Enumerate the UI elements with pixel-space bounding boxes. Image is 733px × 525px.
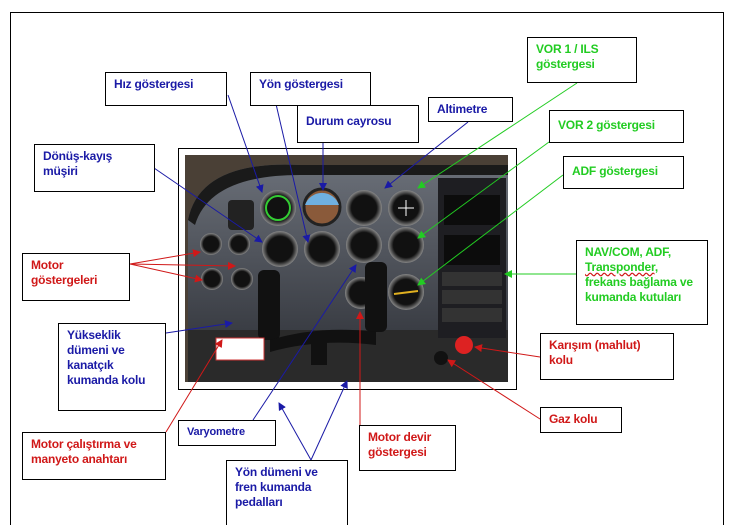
yoke	[258, 262, 387, 365]
navcom-line-3: frekans bağlama ve kumanda kutuları	[585, 275, 693, 304]
tach-label: Motor devir göstergesi	[359, 425, 456, 471]
mixture-knob	[455, 336, 473, 354]
mixture-arrow	[474, 344, 541, 358]
altimeter-gauge	[346, 190, 382, 226]
navcom-line-2: Transponder,	[585, 260, 658, 274]
vor1-label: VOR 1 / ILS göstergesi	[527, 37, 637, 83]
yoke-arrow	[165, 320, 233, 334]
engine-arrow-1	[129, 249, 201, 265]
heading-gauge	[304, 231, 340, 267]
navcom-line-1: NAV/COM, ADF,	[585, 245, 672, 259]
mixture-label: Karışım (mahlut) kolu	[540, 333, 674, 380]
adf-arrow	[417, 174, 564, 286]
airspeed-arrow	[227, 94, 264, 193]
vsi-gauge	[346, 227, 382, 263]
navcom-label: NAV/COM, ADF, Transponder, frekans bağla…	[576, 240, 708, 325]
engine-gauge	[231, 268, 253, 290]
altimeter-label: Altimetre	[428, 97, 513, 122]
turn-coordinator-label: Dönüş-kayış müşiri	[34, 144, 155, 192]
ignition-label: Motor çalıştırma ve manyeto anahtarı	[22, 432, 166, 480]
vor2-gauge	[388, 227, 424, 263]
pedals-label: Yön dümeni ve fren kumanda pedalları	[226, 460, 348, 525]
heading-arrow	[275, 103, 311, 243]
clock	[228, 200, 254, 230]
gauges	[200, 187, 424, 310]
engine-gauges-label: Motor göstergeleri	[22, 253, 130, 301]
vsi-label: Varyometre	[178, 420, 276, 446]
throttle-knob	[434, 351, 448, 365]
adf-label: ADF göstergesi	[563, 156, 684, 189]
engine-gauge	[200, 233, 222, 255]
turn-coordinator-gauge	[262, 231, 298, 267]
pedal-arrow-left	[278, 402, 312, 461]
engine-gauge	[228, 233, 250, 255]
vor2-arrow	[417, 141, 550, 239]
altimeter-arrow	[384, 121, 469, 189]
vor2-label: VOR 2 göstergesi	[549, 110, 684, 143]
outer-frame	[10, 12, 724, 525]
ignition-arrow	[165, 339, 223, 433]
vor1-arrow	[417, 82, 578, 189]
radio-stack	[438, 178, 506, 338]
throttle-label: Gaz kolu	[540, 407, 622, 433]
engine-gauge	[201, 268, 223, 290]
heading-label: Yön göstergesi	[250, 72, 371, 106]
glareshield	[188, 164, 508, 225]
engine-arrow-2	[129, 261, 236, 270]
attitude-label: Durum cayrosu	[297, 105, 419, 143]
turn-arrow	[153, 167, 263, 243]
engine-arrow-3	[129, 263, 203, 283]
vsi-arrow	[252, 264, 357, 421]
yoke-label: Yükseklik dümeni ve kanatçık kumanda kol…	[58, 323, 166, 411]
pedal-arrow-right	[310, 380, 348, 461]
throttle-arrow	[447, 359, 541, 420]
airspeed-label: Hız göstergesi	[105, 72, 227, 106]
